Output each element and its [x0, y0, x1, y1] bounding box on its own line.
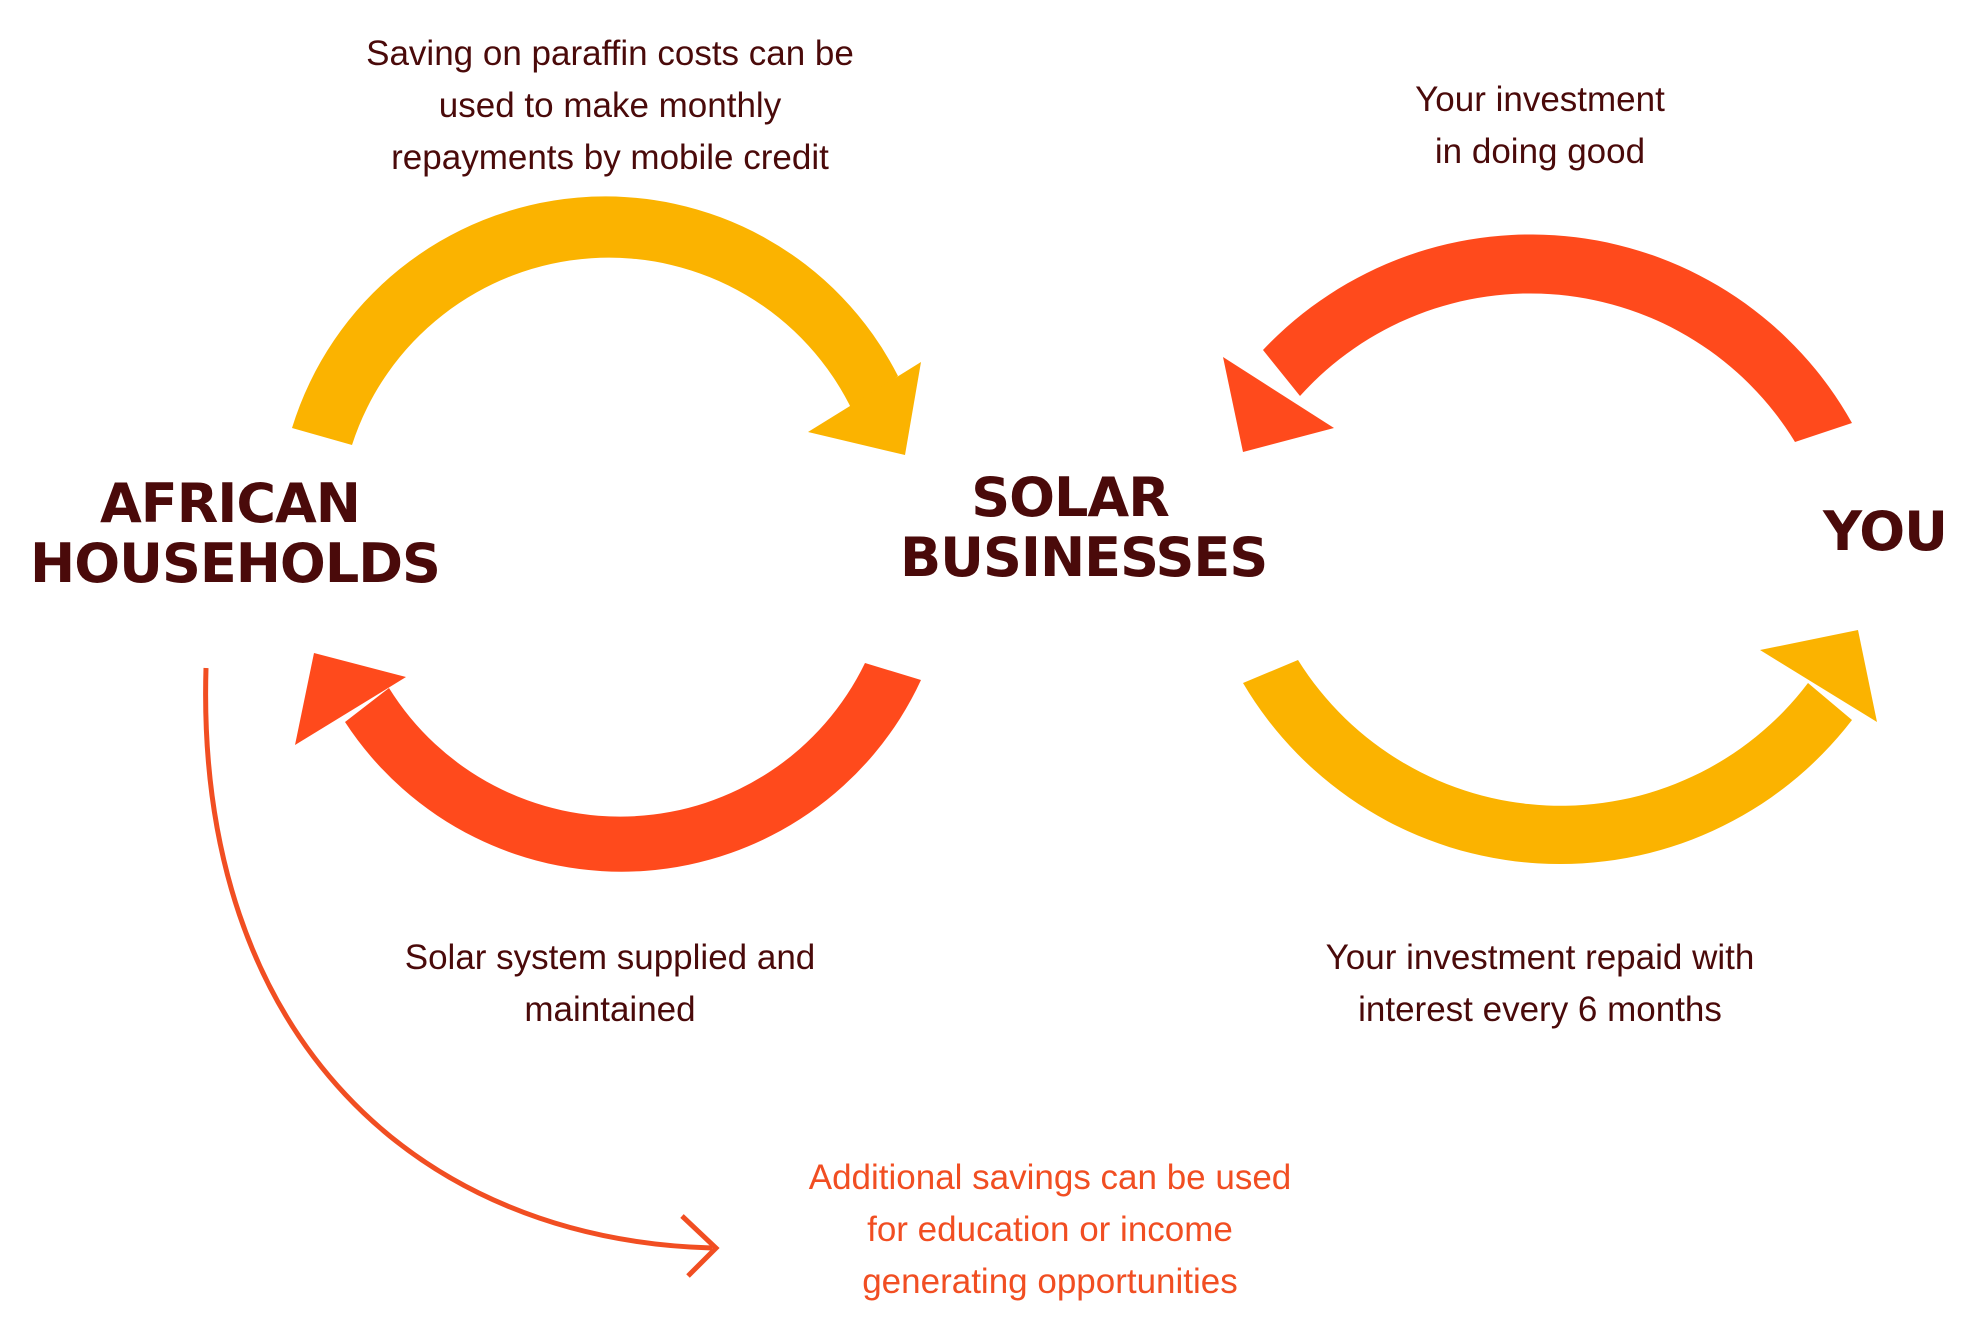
- arrow-households-to-solar-band: [292, 196, 898, 445]
- caption-investment-doing-good: Your investment in doing good: [1330, 74, 1750, 178]
- node-you: YOU: [1810, 502, 1960, 562]
- node-solar-line-2: BUSINESSES: [900, 526, 1268, 589]
- caption-paraffin-line-2: used to make monthly: [438, 86, 782, 125]
- arrow-you-to-solar-band: [1263, 234, 1852, 442]
- arrow-households-to-solar: [292, 196, 921, 455]
- arrow-solar-to-households-head: [295, 653, 406, 745]
- arrow-solar-to-you-head: [1760, 630, 1877, 722]
- caption-investment-line-2: in doing good: [1434, 132, 1646, 171]
- arrow-solar-to-you-band: [1243, 660, 1852, 865]
- arrow-solar-to-you: [1243, 630, 1877, 865]
- node-households-line-1: AFRICAN: [100, 472, 361, 535]
- node-african-households: AFRICAN HOUSEHOLDS: [30, 472, 441, 595]
- arrow-households-to-savings-line: [203, 667, 713, 1251]
- node-households-line-2: HOUSEHOLDS: [30, 532, 441, 595]
- caption-paraffin-savings: Saving on paraffin costs can be used to …: [300, 28, 920, 184]
- caption-supplied-line-2: maintained: [524, 990, 696, 1029]
- arrow-households-to-savings-head: [680, 1214, 720, 1278]
- arrow-solar-to-households: [295, 653, 921, 872]
- caption-investment-repaid: Your investment repaid with interest eve…: [1250, 932, 1830, 1036]
- caption-supplied-line-1: Solar system supplied and: [404, 938, 816, 977]
- arrow-you-to-solar-head: [1223, 357, 1334, 452]
- arrow-households-to-savings: [203, 667, 720, 1278]
- caption-solar-supplied: Solar system supplied and maintained: [330, 932, 890, 1036]
- node-you-label: YOU: [1823, 500, 1948, 563]
- node-solar-line-1: SOLAR: [971, 466, 1170, 529]
- caption-paraffin-line-3: repayments by mobile credit: [391, 138, 829, 177]
- caption-investment-line-1: Your investment: [1415, 80, 1665, 119]
- arrow-households-to-solar-head: [808, 362, 921, 455]
- caption-additional-savings: Additional savings can be used for educa…: [740, 1152, 1360, 1308]
- caption-additional-line-2: for education or income: [867, 1210, 1233, 1249]
- caption-repaid-line-1: Your investment repaid with: [1325, 938, 1755, 977]
- caption-additional-line-3: generating opportunities: [862, 1262, 1238, 1301]
- caption-repaid-line-2: interest every 6 months: [1358, 990, 1722, 1029]
- arrow-solar-to-households-band: [345, 663, 921, 872]
- arrow-you-to-solar: [1223, 234, 1852, 452]
- caption-additional-line-1: Additional savings can be used: [808, 1158, 1292, 1197]
- caption-paraffin-line-1: Saving on paraffin costs can be: [366, 34, 854, 73]
- node-solar-businesses: SOLAR BUSINESSES: [900, 466, 1268, 589]
